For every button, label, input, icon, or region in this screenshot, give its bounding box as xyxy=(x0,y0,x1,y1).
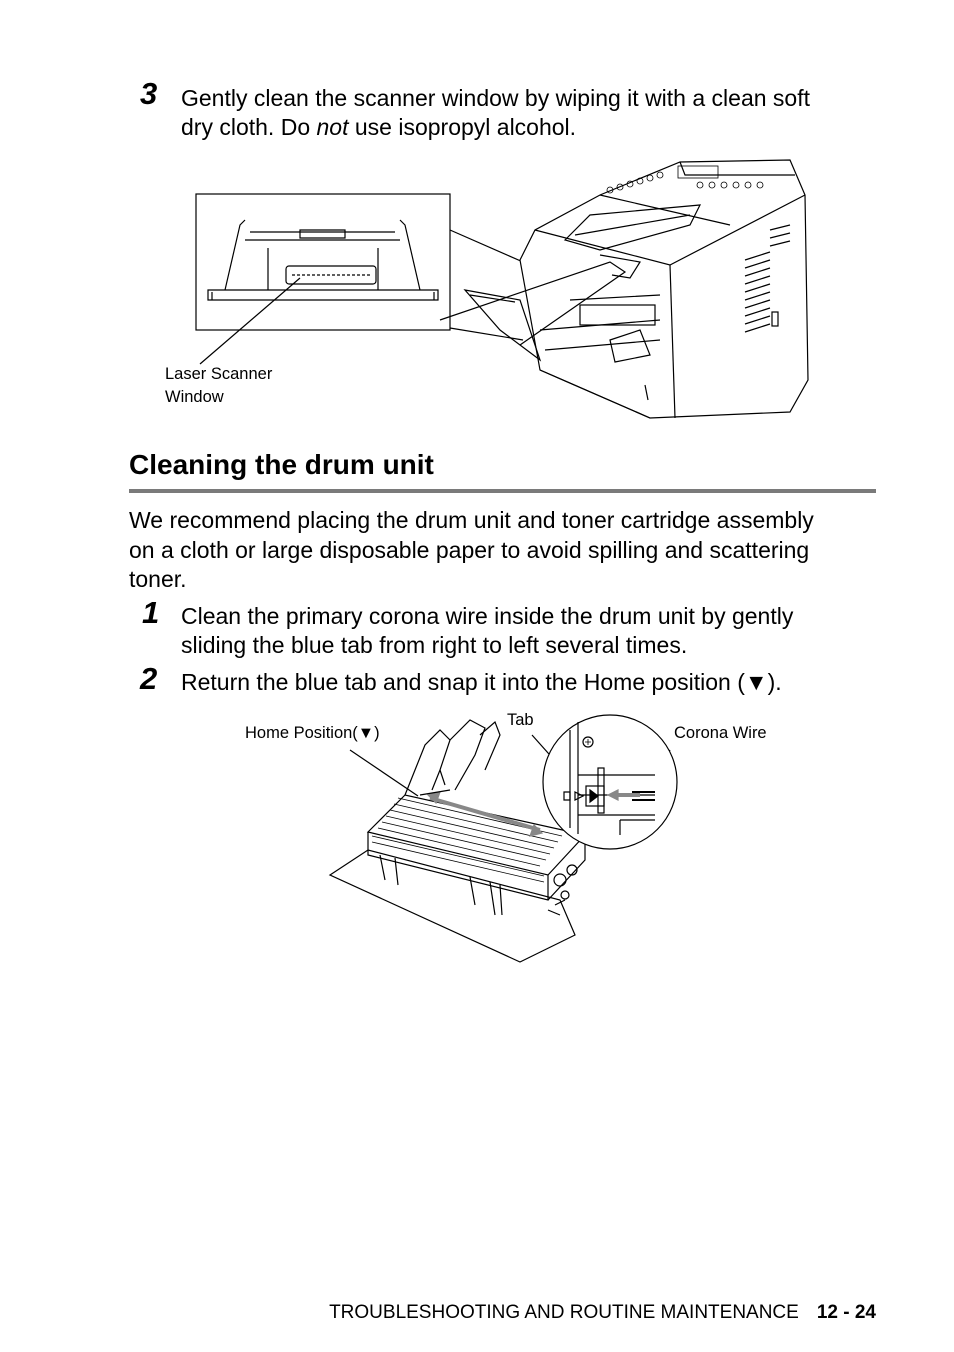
printer-scanner-illustration xyxy=(195,159,809,419)
drum-unit-illustration xyxy=(328,714,678,963)
section-title: Cleaning the drum unit xyxy=(129,449,434,480)
step-1-line-1: Clean the primary corona wire inside the… xyxy=(181,603,794,629)
footer-chapter: TROUBLESHOOTING AND ROUTINE MAINTENANCE xyxy=(329,1302,799,1323)
step-3-emphasis: not xyxy=(316,114,349,140)
intro-line-3: toner. xyxy=(129,566,187,592)
footer-page-number: 12 - 24 xyxy=(816,1302,876,1323)
callout-line-1: Laser Scanner xyxy=(165,365,273,383)
step-3-text: Gently clean the scanner window by wipin… xyxy=(181,84,901,142)
page-footer: TROUBLESHOOTING AND ROUTINE MAINTENANCE 1… xyxy=(329,1302,876,1324)
step-3-line-2: dry cloth. Do not use isopropyl alcohol. xyxy=(181,113,901,142)
step-3-line-2-a: dry cloth. Do xyxy=(181,114,317,140)
section-divider xyxy=(129,489,876,493)
intro-line-1: We recommend placing the drum unit and t… xyxy=(129,507,814,533)
corona-wire-label: Corona Wire xyxy=(674,724,767,742)
home-position-label: Home Position(▼) xyxy=(245,724,380,742)
step-2-text: Return the blue tab and snap it into the… xyxy=(181,668,901,697)
intro-line-2: on a cloth or large disposable paper to … xyxy=(129,536,810,563)
tab-label: Tab xyxy=(507,711,534,729)
step-number-2: 2 xyxy=(140,661,158,696)
callout-line-2: Window xyxy=(165,388,224,406)
intro-paragraph: We recommend placing the drum unit and t… xyxy=(129,506,889,595)
step-3-line-2-b: use isopropyl alcohol. xyxy=(348,114,577,140)
step-1-text: Clean the primary corona wire inside the… xyxy=(181,602,901,660)
step-number-3: 3 xyxy=(140,76,158,111)
step-2-line-1: Return the blue tab and snap it into the… xyxy=(181,669,782,695)
step-number-1: 1 xyxy=(142,595,160,630)
step-3-line-1: Gently clean the scanner window by wipin… xyxy=(181,85,810,111)
laser-scanner-window-callout: Laser Scanner Window xyxy=(165,363,272,409)
step-1-line-2: sliding the blue tab from right to left … xyxy=(181,632,688,658)
